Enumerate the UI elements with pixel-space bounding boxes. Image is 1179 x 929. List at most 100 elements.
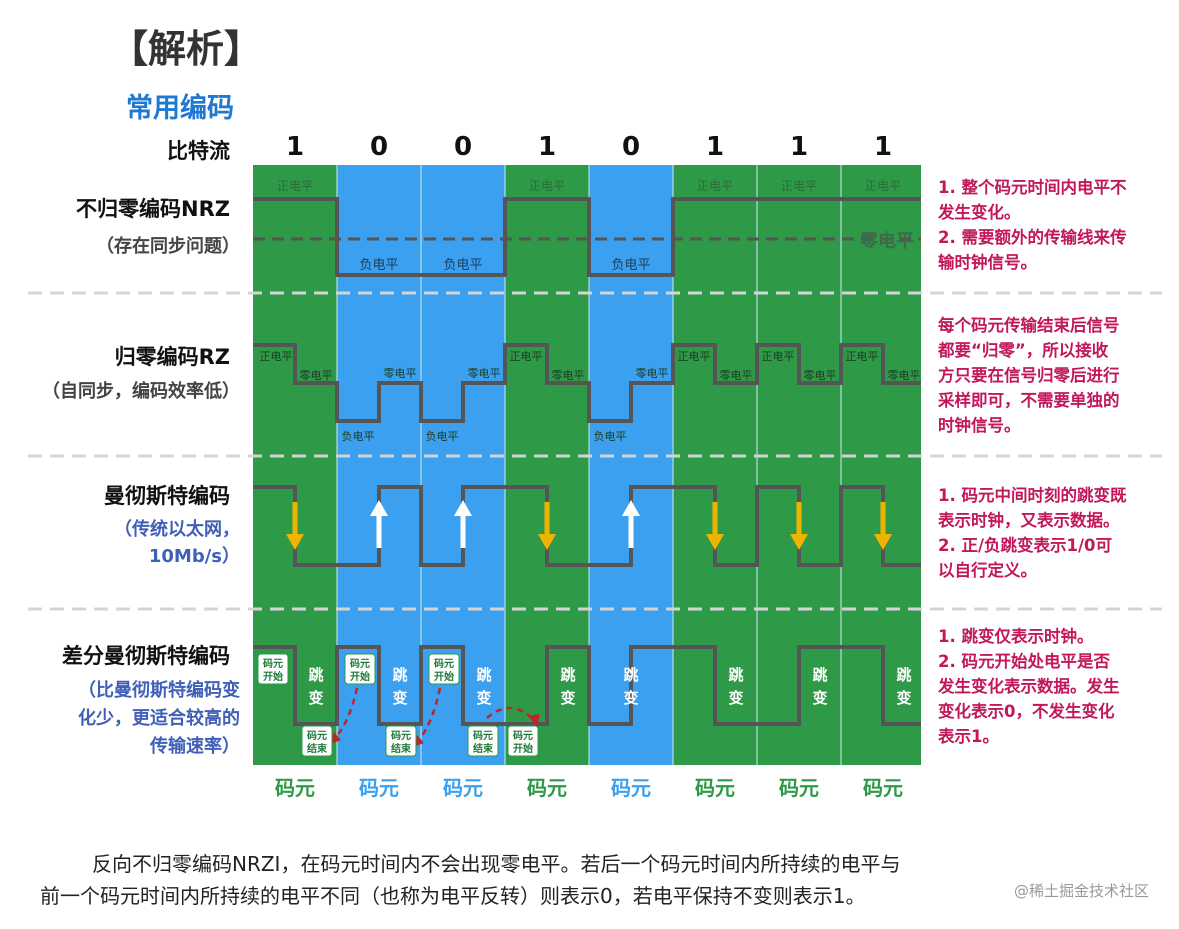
negative-level-label: 负电平 [611,258,650,273]
positive-level-label: 正电平 [846,350,879,363]
negative-level-label: 负电平 [443,258,482,273]
jump-label: 跳 [623,666,638,684]
bit-value: 0 [621,132,641,162]
down-arrow [706,502,724,550]
bit-value: 1 [873,132,893,162]
positive-level-label: 正电平 [510,350,543,363]
positive-level-label: 正电平 [781,179,817,193]
jump-label: 变 [308,689,323,707]
symbol-end-tag [385,725,417,757]
positive-level-label: 正电平 [678,350,711,363]
down-arrow [286,502,304,550]
row-separators [28,291,1162,611]
nrz-signal [253,197,921,277]
note-line: 发生变化表示数据。发生 [938,677,1120,696]
jump-label: 变 [728,689,743,707]
jump-label: 跳 [728,666,743,684]
zero-level-label: 零电平 [720,369,753,382]
note-line: 1. 码元中间时刻的跳变既 [938,486,1127,505]
symbol-end-tag-text: 码元 [307,730,327,742]
jump-label: 变 [812,689,827,707]
jump-label: 跳 [308,666,323,684]
bit-value: 1 [789,132,809,162]
note-line: 以自行定义。 [938,561,1037,580]
symbol-end-tag-text: 结束 [473,742,494,755]
manchester-signal [253,485,921,567]
jump-label: 变 [896,689,911,707]
zero-level-label: 零电平 [859,230,914,252]
bottom-text-line2: 前一个码元时间内所持续的电平不同（也称为电平反转）则表示0，若电平保持不变则表示… [40,884,866,908]
zero-level-label: 零电平 [804,369,837,382]
negative-level-label: 负电平 [342,429,375,443]
positive-level-label: 正电平 [529,179,565,193]
symbol-end-tag [467,725,499,757]
jump-label: 跳 [392,666,407,684]
positive-level-label: 正电平 [697,179,733,193]
down-arrow [874,502,892,550]
page-title: 【解析】 [110,27,263,71]
zero-level-label: 零电平 [468,367,501,380]
diff-manchester-subtitle-line1: （比曼彻斯特编码变 [78,680,240,701]
diff-manchester-signal [253,645,921,726]
jump-label: 跳 [896,666,911,684]
bit-value: 1 [705,132,725,162]
symbol-start-tag-text: 码元 [350,658,370,670]
positive-level-label: 正电平 [865,179,901,193]
positive-level-label: 正电平 [762,350,795,363]
symbol-start-tag [257,653,289,685]
symbol-end-tag-text: 结束 [391,742,412,755]
note-line: 表示1。 [938,727,999,746]
note-line: 发生变化。 [938,203,1021,222]
note-line: 2. 码元开始处电平是否 [938,652,1110,671]
note-line: 每个码元传输结束后信号 [938,316,1120,335]
zero-level-label: 零电平 [384,367,417,380]
note-line: 都要“归零”，所以接收 [938,341,1109,360]
symbol-start-tag [428,653,460,685]
transition-arrows [335,687,533,741]
rz-note: 每个码元传输结束后信号 都要“归零”，所以接收 方只要在信号归零后进行 采样即可… [938,313,1168,438]
symbol-label: 码元 [695,776,735,800]
diff-manchester-subtitle-line2: 化少，更适合较高的 [78,708,240,729]
symbol-start-tag-text: 码元 [434,658,454,670]
jump-label: 变 [476,689,491,707]
note-line: 表示时钟，又表示数据。 [938,511,1120,530]
symbol-label: 码元 [779,776,819,800]
note-line: 时钟信号。 [938,416,1021,435]
bit-value: 0 [453,132,473,162]
note-line: 采样即可，不需要单独的 [938,391,1120,410]
section-subtitle: 常用编码 [126,93,234,124]
zero-level-label: 零电平 [888,369,921,382]
jump-label: 跳 [560,666,575,684]
note-line: 1. 跳变仅表示时钟。 [938,627,1094,646]
note-line: 1. 整个码元时间内电平不 [938,178,1127,197]
positive-level-label: 正电平 [277,179,313,193]
negative-level-label: 负电平 [359,258,398,273]
down-arrow [790,502,808,550]
note-line: 输时钟信号。 [938,253,1037,272]
note-line: 变化表示0，不发生变化 [938,702,1115,721]
symbol-start-tag-text: 码元 [513,730,533,742]
note-line: 2. 正/负跳变表示1/0可 [938,536,1113,555]
symbol-label: 码元 [527,776,567,800]
nrz-subtitle: （存在同步问题） [96,236,240,257]
symbol-start-tag [507,725,539,757]
symbol-start-tag-text: 开始 [350,670,370,683]
positive-level-label: 正电平 [260,350,293,363]
zero-level-label: 零电平 [636,367,669,380]
manchester-arrows [286,500,892,550]
jump-label: 变 [392,689,407,707]
symbol-start-tag-text: 码元 [263,658,283,670]
note-line: 2. 需要额外的传输线来传 [938,228,1127,247]
symbol-label: 码元 [443,776,483,800]
symbol-start-tag-text: 开始 [513,742,533,755]
symbol-end-tag-text: 结束 [307,742,328,755]
manchester-note: 1. 码元中间时刻的跳变既 表示时钟，又表示数据。 2. 正/负跳变表示1/0可… [938,483,1168,583]
bit-value: 1 [537,132,557,162]
diff-manchester-note: 1. 跳变仅表示时钟。 2. 码元开始处电平是否 发生变化表示数据。发生 变化表… [938,624,1168,749]
bottom-text-line1: 反向不归零编码NRZI，在码元时间内不会出现零电平。若后一个码元时间内所持续的电… [92,852,901,876]
symbol-label: 码元 [275,776,315,800]
jump-label: 跳 [812,666,827,684]
manchester-title: 曼彻斯特编码 [104,484,230,508]
bitstream-label: 比特流 [167,139,230,163]
